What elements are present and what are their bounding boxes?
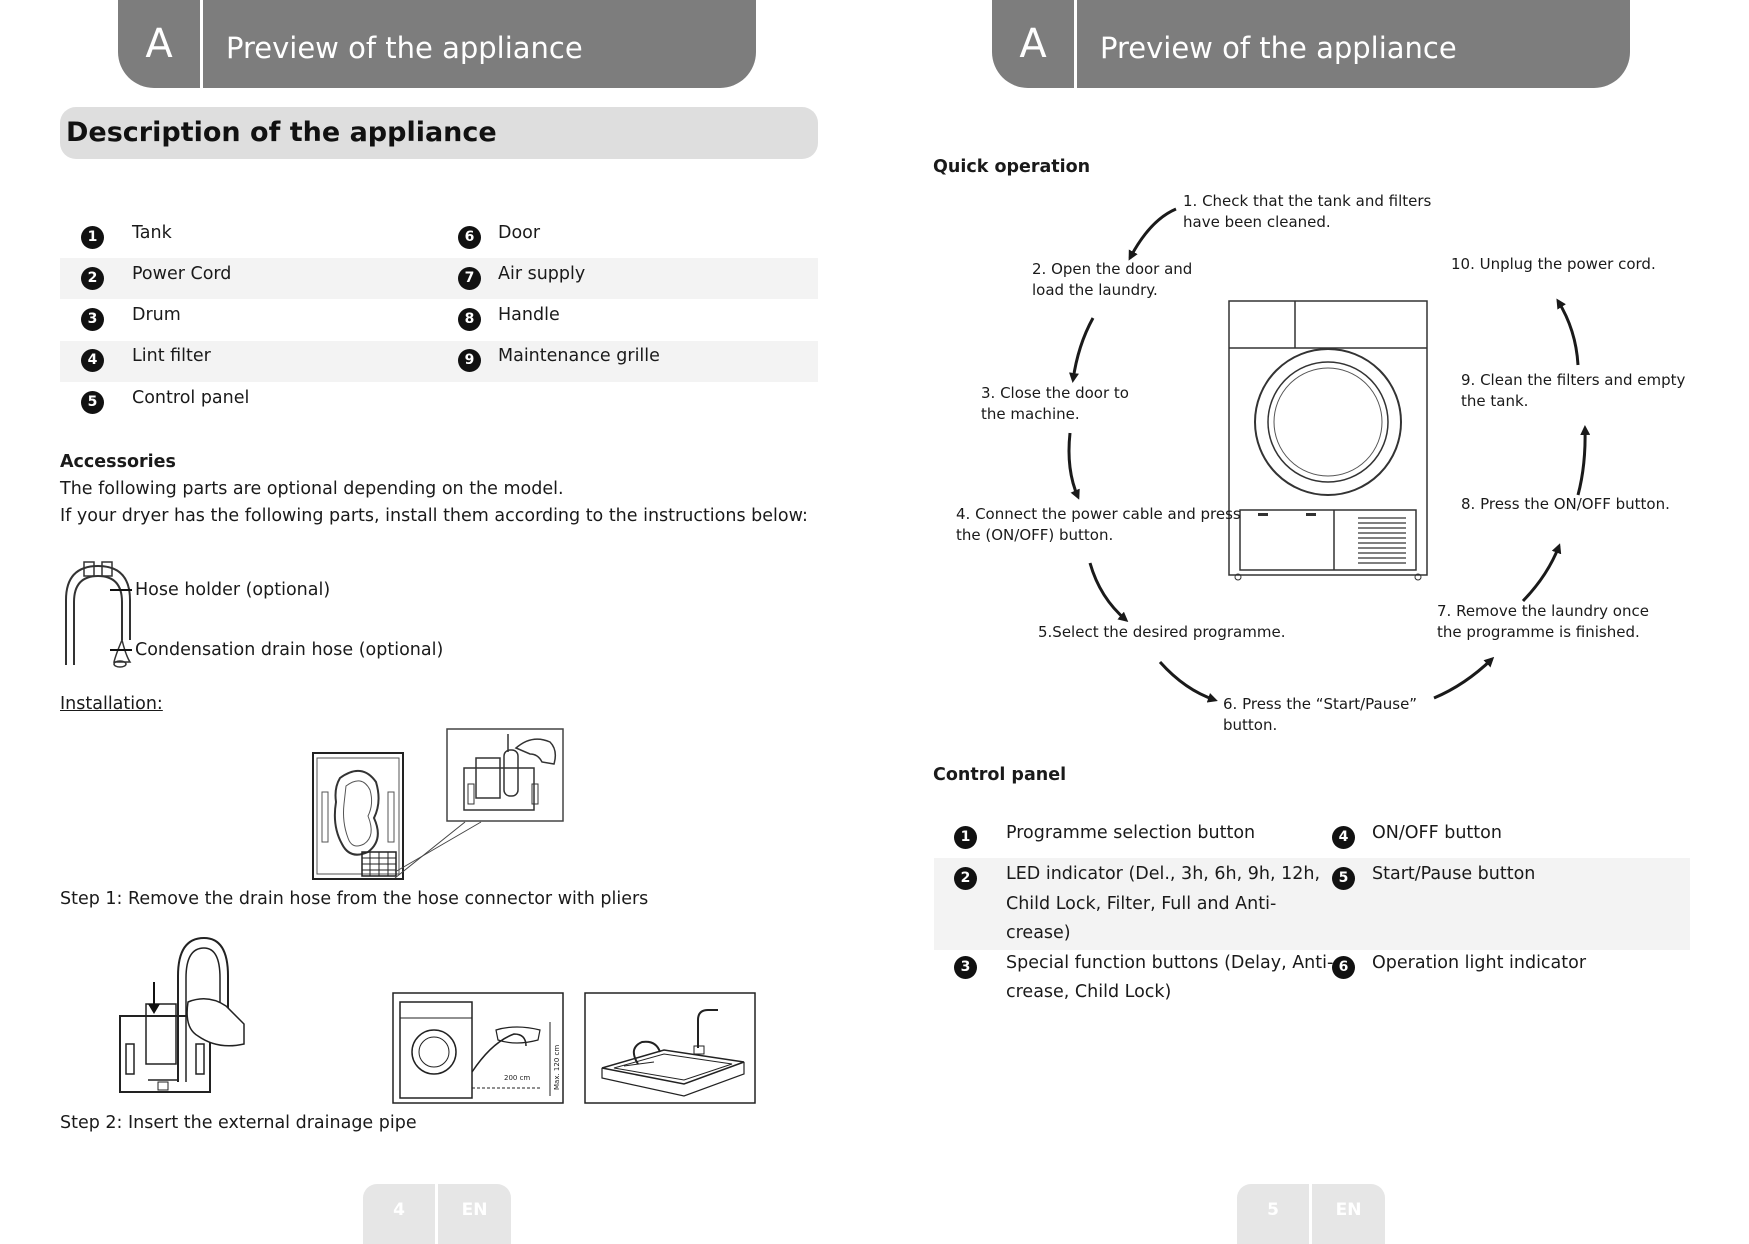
quick-step-6: 6. Press the “Start/Pause” button.	[1223, 694, 1417, 736]
hose-connector-inset	[446, 728, 564, 822]
accessories-heading: Accessories	[60, 452, 176, 472]
quick-step-text: 1. Check that the tank and filters	[1183, 192, 1432, 210]
part-label: Door	[498, 223, 541, 243]
control-number-badge: 6	[1332, 956, 1355, 979]
chapter-title: Preview of the appliance	[1100, 31, 1457, 65]
language-code: EN	[1335, 1200, 1362, 1220]
quick-step-text: the tank.	[1461, 392, 1529, 410]
control-number-badge: 5	[1332, 867, 1355, 890]
control-label: Start/Pause button	[1372, 864, 1536, 884]
quick-operation-heading: Quick operation	[933, 157, 1091, 177]
control-number-badge: 3	[954, 956, 977, 979]
part-label: Control panel	[132, 388, 250, 408]
control-number-badge: 2	[954, 867, 977, 890]
quick-step-text: the programme is finished.	[1437, 623, 1640, 641]
drain-height-diagram: 200 cm Max. 120 cm	[392, 992, 564, 1104]
quick-step-text: the machine.	[981, 405, 1080, 423]
page-number: 5	[1237, 1184, 1312, 1244]
control-number-badge: 1	[954, 826, 977, 849]
part-label: Drum	[132, 305, 181, 325]
part-number-badge: 7	[458, 267, 481, 290]
control-label: Special function buttons (Delay, Anti-	[1006, 953, 1334, 973]
quick-step-2: 2. Open the door and load the laundry.	[1032, 259, 1192, 301]
control-label: Programme selection button	[1006, 823, 1256, 843]
quick-step-3: 3. Close the door to the machine.	[981, 383, 1129, 425]
part-label: Power Cord	[132, 264, 232, 284]
quick-step-text: 6. Press the “Start/Pause”	[1223, 695, 1418, 713]
accessories-text: If your dryer has the following parts, i…	[60, 506, 808, 526]
part-label: Lint filter	[132, 346, 211, 366]
dryer-back-illustration	[312, 752, 404, 880]
drain-hose-label: Condensation drain hose (optional)	[135, 640, 444, 660]
part-number-badge: 1	[81, 226, 104, 249]
part-label: Maintenance grille	[498, 346, 660, 366]
quick-step-7: 7. Remove the laundry once the programme…	[1437, 601, 1649, 643]
leader-line	[110, 589, 132, 651]
table-row-shade	[60, 341, 818, 382]
quick-step-8: 8. Press the ON/OFF button.	[1461, 494, 1670, 515]
installation-heading: Installation:	[60, 694, 163, 714]
quick-step-text: 7. Remove the laundry once	[1437, 602, 1649, 620]
height-label: Max. 120 cm	[553, 1045, 561, 1090]
page-number: 4	[363, 1184, 438, 1244]
quick-step-1: 1. Check that the tank and filters have …	[1183, 191, 1431, 233]
section-title-bar: Description of the appliance	[60, 107, 818, 159]
chapter-letter: A	[992, 0, 1077, 88]
control-number-badge: 4	[1332, 826, 1355, 849]
quick-step-text: 8. Press the ON/OFF button.	[1461, 495, 1670, 513]
sink-drain-diagram	[584, 992, 756, 1104]
quick-step-9: 9. Clean the filters and empty the tank.	[1461, 370, 1685, 412]
part-number-badge: 3	[81, 308, 104, 331]
hose-holder-label: Hose holder (optional)	[135, 580, 331, 600]
hose-insert-illustration	[119, 936, 245, 1093]
control-label: LED indicator (Del., 3h, 6h, 9h, 12h,	[1006, 864, 1321, 884]
quick-step-text: 9. Clean the filters and empty	[1461, 371, 1686, 389]
left-footer-tab: 4 EN	[363, 1184, 511, 1244]
step-2-caption: Step 2: Insert the external drainage pip…	[60, 1113, 417, 1133]
quick-step-10: 10. Unplug the power cord.	[1451, 254, 1656, 275]
accessories-text: The following parts are optional dependi…	[60, 479, 564, 499]
part-label: Air supply	[498, 264, 586, 284]
hose-holder-illustration	[65, 561, 132, 668]
part-number-badge: 5	[81, 391, 104, 414]
control-label: crease, Child Lock)	[1006, 982, 1172, 1002]
quick-step-text: 5.Select the desired programme.	[1038, 623, 1286, 641]
chapter-title: Preview of the appliance	[226, 31, 583, 65]
quick-step-text: the (ON/OFF) button.	[956, 526, 1114, 544]
distance-label: 200 cm	[504, 1074, 530, 1082]
control-label: crease)	[1006, 923, 1071, 943]
table-row-shade	[934, 858, 1690, 950]
table-row-shade	[60, 258, 818, 299]
part-label: Tank	[132, 223, 172, 243]
dryer-front-illustration	[1228, 300, 1428, 581]
quick-step-text: 3. Close the door to	[981, 384, 1129, 402]
part-label: Handle	[498, 305, 560, 325]
quick-step-text: 4. Connect the power cable and press	[956, 505, 1241, 523]
chapter-letter: A	[118, 0, 203, 88]
part-number-badge: 4	[81, 349, 104, 372]
step-1-caption: Step 1: Remove the drain hose from the h…	[60, 889, 649, 909]
quick-step-5: 5.Select the desired programme.	[1038, 622, 1285, 643]
control-label: Child Lock, Filter, Full and Anti-	[1006, 894, 1277, 914]
section-title: Description of the appliance	[66, 117, 497, 148]
quick-step-4: 4. Connect the power cable and press the…	[956, 504, 1241, 546]
right-header-tab: A Preview of the appliance	[992, 0, 1630, 88]
quick-step-text: button.	[1223, 716, 1278, 734]
control-panel-heading: Control panel	[933, 765, 1067, 785]
right-footer-tab: 5 EN	[1237, 1184, 1385, 1244]
left-header-tab: A Preview of the appliance	[118, 0, 756, 88]
quick-step-text: load the laundry.	[1032, 281, 1158, 299]
zoom-lines	[394, 821, 482, 879]
part-number-badge: 8	[458, 308, 481, 331]
part-number-badge: 9	[458, 349, 481, 372]
control-label: ON/OFF button	[1372, 823, 1502, 843]
part-number-badge: 6	[458, 226, 481, 249]
part-number-badge: 2	[81, 267, 104, 290]
quick-step-text: 10. Unplug the power cord.	[1451, 255, 1656, 273]
language-code: EN	[461, 1200, 488, 1220]
quick-step-text: have been cleaned.	[1183, 213, 1331, 231]
quick-step-text: 2. Open the door and	[1032, 260, 1193, 278]
control-label: Operation light indicator	[1372, 953, 1587, 973]
